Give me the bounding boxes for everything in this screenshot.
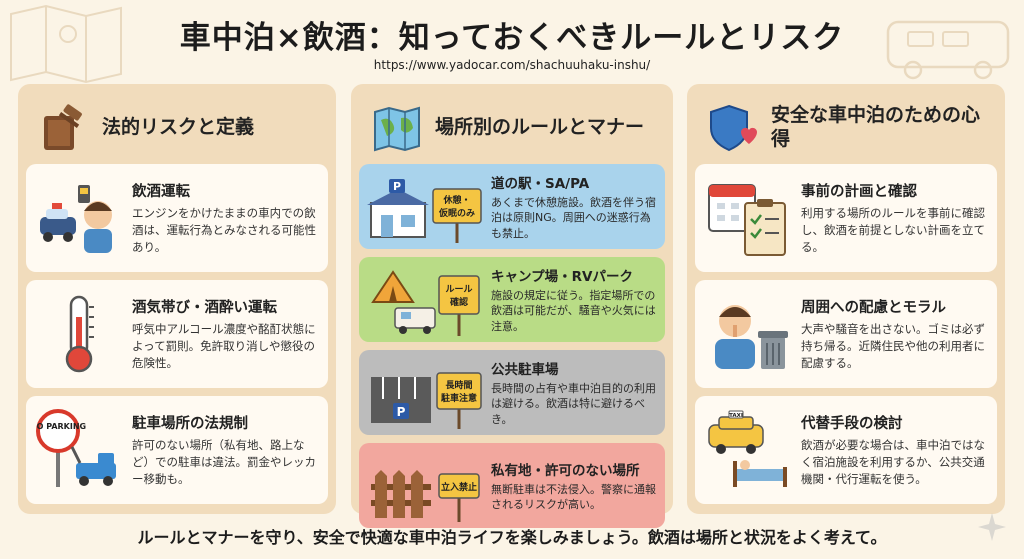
no-parking-tow-truck-icon: NO PARKING — [36, 409, 116, 487]
sparkle-icon — [978, 513, 1006, 541]
card-title: 周囲への配慮とモラル — [801, 300, 946, 317]
card-campground: ルール 確認 キャンプ場・RVパーク 施設の規定に従う。指定場所での飲酒は可能だ… — [359, 257, 665, 342]
card-title: キャンプ場・RVパーク — [491, 269, 633, 286]
card-title: 道の駅・SA/PA — [491, 176, 590, 193]
footer-message: ルールとマナーを守り、安全で快適な車中泊ライフを楽しみましょう。飲酒は場所と状況… — [137, 528, 887, 547]
taxi-bed-icon: TAXI — [708, 410, 787, 487]
column-title: 法的リスクと定義 — [102, 116, 255, 139]
tent-camper-icon: ルール 確認 — [371, 269, 480, 336]
card-body: あくまで休憩施設。飲酒を伴う宿泊は原則NG。周囲への迷惑行為も禁止。 — [491, 196, 656, 240]
page-title: 車中泊×飲酒：知っておくべきルールとリスク — [179, 20, 845, 56]
card-body: 許可のない場所（私有地、路上など）での駐車は違法。罰金やレッカー移動も。 — [132, 438, 316, 486]
fence-icon: 立入禁止 — [371, 469, 480, 522]
card-alcohol-levels: 酒気帯び・酒酔い運転 呼気中アルコール濃度や酩酊状態によって罰則。免許取り消しや… — [26, 280, 328, 388]
thermometer-icon — [65, 295, 94, 373]
sign-text-line1: 長時間 — [445, 379, 472, 391]
rest-area-building-icon: P 休憩・ 仮眠のみ — [367, 178, 482, 243]
card-title: 酒気帯び・酒酔い運転 — [132, 300, 277, 317]
no-parking-sign-text: NO PARKING — [36, 422, 86, 431]
police-breathalyzer-icon — [40, 185, 112, 253]
shield-heart-icon — [710, 104, 757, 152]
taxi-sign-text: TAXI — [729, 413, 743, 419]
card-title: 代替手段の検討 — [801, 416, 903, 433]
column-title: 安全な車中泊のための心得 — [771, 104, 981, 150]
card-drunk-driving: 飲酒運転 エンジンをかけたままの車内での飲酒は、運転行為とみなされる可能性あり。 — [26, 164, 328, 272]
card-body: 施設の規定に従う。指定場所での飲酒は可能だが、騒音や火気には注意。 — [491, 289, 656, 333]
quiet-person-trash-icon — [715, 305, 788, 369]
card-body: 利用する場所のルールを事前に確認し、飲酒を前提としない計画を立てる。 — [801, 206, 985, 254]
card-title: 私有地・許可のない場所 — [491, 462, 640, 479]
map-icon — [374, 106, 420, 152]
legal-risk-column: 法的リスクと定義 飲酒運転 エンジンをかけたままの車内での飲酒は、運転行為とみな… — [18, 84, 336, 514]
card-public-parking: P 長時間 駐車注意 公共駐車場 長時間の占有や車中泊目的の利用は避ける。飲酒は… — [359, 350, 665, 435]
card-body: 長時間の占有や車中泊目的の利用は避ける。飲酒は特に避けるべき。 — [491, 382, 656, 426]
sign-text-line2: 仮眠のみ — [438, 207, 475, 219]
gavel-law-book-icon — [44, 104, 82, 150]
parking-letter: P — [397, 405, 406, 419]
card-body: エンジンをかけたままの車内での飲酒は、運転行為とみなされる可能性あり。 — [132, 206, 316, 254]
card-roadside-station: P 休憩・ 仮眠のみ 道の駅・SA/PA あくまで休憩施設。飲酒を伴う宿泊は原則… — [359, 164, 665, 249]
card-title: 駐車場所の法規制 — [132, 416, 248, 433]
map-decoration-icon — [10, 4, 122, 84]
card-private-land: 立入禁止 私有地・許可のない場所 無断駐車は不法侵入。警察に通報されるリスクが高… — [359, 443, 665, 528]
column-header: 場所別のルールとマナー — [359, 92, 665, 164]
column-title: 場所別のルールとマナー — [435, 116, 645, 139]
card-body: 呼気中アルコール濃度や酩酊状態によって罰則。免許取り消しや懲役の危険性。 — [132, 322, 316, 370]
location-rules-column: 場所別のルールとマナー P 休憩・ 仮眠のみ 道の駅・SA/PA あくまで休憩施… — [351, 84, 673, 528]
sign-text-line1: ルール — [445, 284, 472, 295]
calendar-checklist-icon — [708, 184, 786, 256]
sign-text-line2: 駐車注意 — [441, 392, 477, 404]
card-body: 無断駐車は不法侵入。警察に通報されるリスクが高い。 — [491, 482, 656, 511]
card-alternatives: TAXI 代替手段の検討 飲酒が必要な場合は、車中泊ではなく宿泊施設を利用するか… — [695, 396, 997, 504]
safety-tips-column: 安全な車中泊のための心得 事前の計画と確認 利用する場所のルールを事前に確認し、… — [687, 84, 1005, 514]
parking-lot-icon: P 長時間 駐車注意 — [371, 371, 482, 429]
card-planning: 事前の計画と確認 利用する場所のルールを事前に確認し、飲酒を前提としない計画を立… — [695, 164, 997, 272]
sign-text: 立入禁止 — [441, 481, 477, 493]
card-title: 公共駐車場 — [491, 362, 559, 379]
card-parking-law: NO PARKING 駐車場所の法規制 許可のない場所（私有地、路上など）での駐… — [26, 396, 328, 504]
column-header: 法的リスクと定義 — [26, 92, 328, 164]
source-url[interactable]: https://www.yadocar.com/shachuuhaku-insh… — [373, 58, 651, 72]
sign-text-line1: 休憩・ — [442, 194, 470, 206]
card-title: 事前の計画と確認 — [801, 184, 917, 201]
sign-text-line2: 確認 — [450, 296, 468, 308]
card-body: 大声や騒音を出さない。ゴミは必ず持ち帰る。近隣住民や他の利用者に配慮する。 — [801, 322, 985, 370]
card-body: 飲酒が必要な場合は、車中泊ではなく宿泊施設を利用するか、公共交通機関・代行運転を… — [801, 438, 985, 486]
camper-van-decoration-icon — [886, 20, 1010, 80]
card-title: 飲酒運転 — [132, 184, 190, 201]
column-header: 安全な車中泊のための心得 — [695, 92, 997, 164]
parking-letter: P — [393, 180, 401, 193]
card-consideration: 周囲への配慮とモラル 大声や騒音を出さない。ゴミは必ず持ち帰る。近隣住民や他の利… — [695, 280, 997, 388]
